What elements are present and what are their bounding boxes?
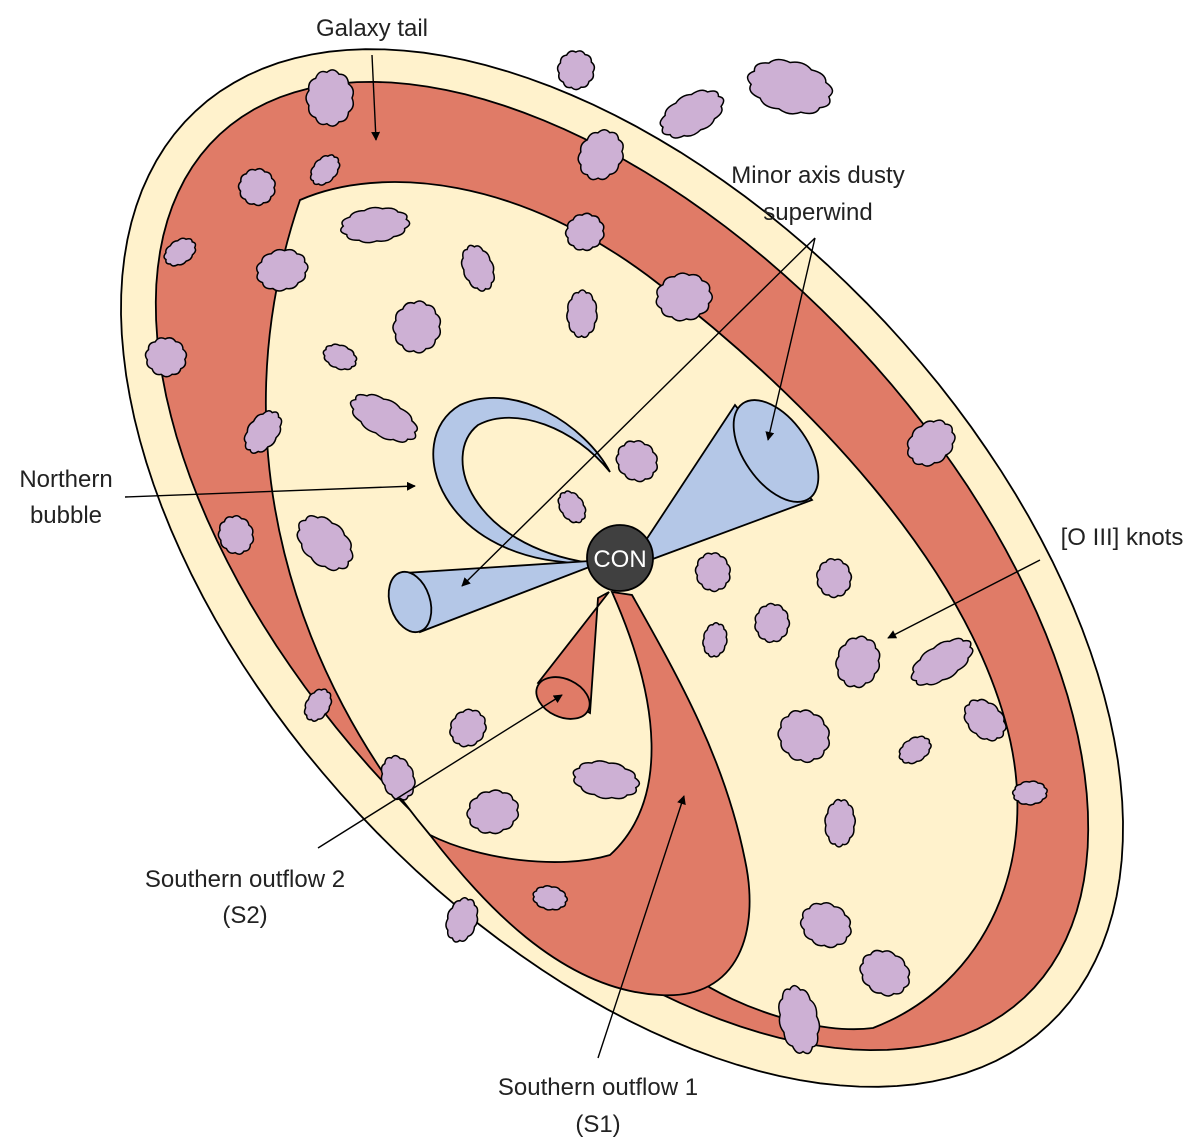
oiii-knot-cloud — [564, 212, 605, 252]
s1-label-line1: Southern outflow 1 — [498, 1074, 698, 1101]
oiii-knot-cloud — [816, 558, 853, 599]
con-label: CON — [593, 546, 646, 573]
oiii-knot-cloud — [163, 237, 197, 267]
minor-axis-superwind-cone-sw — [387, 560, 594, 634]
oiii-knot-cloud — [217, 514, 255, 555]
oiii-knot-cloud — [577, 129, 624, 181]
galaxy-tail-label: Galaxy tail — [316, 15, 428, 42]
oiii-knot-cloud — [906, 419, 956, 467]
oiii-knot-cloud — [557, 490, 587, 524]
oiii-knot-cloud — [898, 735, 932, 765]
superwind-arrow-ne — [765, 237, 816, 441]
s1-arrow — [597, 795, 686, 1059]
oiii-knot-cloud — [237, 167, 276, 207]
s1-label-line2: (S1) — [575, 1111, 620, 1138]
oiii-knot-cloud — [349, 393, 419, 443]
oiii-knot-cloud — [445, 896, 479, 943]
oiii-knot-cloud — [144, 337, 188, 378]
oiii-knot-cloud — [449, 708, 487, 748]
oiii-knot-cloud — [746, 58, 834, 115]
oiii-knot-cloud — [566, 289, 598, 339]
oiii-knot-cloud — [659, 89, 725, 139]
oiii-knot-cloud — [1011, 780, 1048, 806]
oiii-knot-cloud — [340, 206, 411, 244]
oiii-knot-cloud — [309, 154, 341, 186]
southern-outflow-1-arm — [429, 590, 751, 996]
oiii-knot-cloud — [963, 698, 1007, 742]
oiii-knots-arrow — [887, 559, 1041, 639]
oiii-knot-cloud — [305, 69, 355, 127]
northern-bubble-label-line1: Northern — [19, 466, 112, 493]
oiii-knots-group — [144, 50, 1048, 1055]
oiii-knot-cloud — [835, 635, 881, 689]
oiii-knot-cloud — [572, 760, 641, 800]
superwind-arrow-sw — [461, 237, 816, 587]
oiii-knot-cloud — [380, 754, 416, 801]
oiii-knot-cloud — [556, 50, 596, 91]
con-nucleus — [586, 524, 654, 592]
minor-axis-label-line1: Minor axis dusty — [731, 162, 904, 189]
oiii-knot-cloud — [824, 798, 857, 848]
oiii-knot-cloud — [392, 300, 442, 354]
oiii-knot-cloud — [296, 514, 354, 572]
oiii-knot-cloud — [799, 902, 852, 949]
oiii-knot-cloud — [655, 272, 713, 322]
oiii-knots-label: [O III] knots — [1061, 524, 1184, 551]
oiii-knot-cloud — [243, 410, 283, 454]
s2-label-line2: (S2) — [222, 902, 267, 929]
northern-bubble — [432, 396, 611, 564]
s2-arrow — [317, 694, 563, 849]
galaxy-tail-arrow — [371, 54, 381, 141]
oiii-knot-cloud — [322, 343, 358, 371]
oiii-knot-cloud — [255, 248, 309, 292]
s2-label-line1: Southern outflow 2 — [145, 866, 345, 893]
oiii-knot-cloud — [777, 709, 831, 764]
southern-outflow-2-cone — [535, 591, 610, 720]
northern-bubble-label-line2: bubble — [30, 502, 102, 529]
oiii-knot-cloud — [303, 688, 333, 722]
oiii-knot-cloud — [910, 637, 974, 686]
oiii-knot-cloud — [859, 949, 911, 997]
oiii-knot-cloud — [466, 789, 520, 835]
oiii-knot-cloud — [615, 439, 659, 483]
oiii-knot-cloud — [532, 885, 569, 911]
oiii-knot-cloud — [702, 621, 728, 658]
oiii-knot-cloud — [778, 984, 821, 1055]
oiii-knot-cloud — [694, 552, 731, 593]
northern-bubble-arrow — [124, 481, 416, 498]
oiii-knot-cloud — [754, 602, 791, 644]
minor-axis-label-line2: superwind — [763, 199, 872, 226]
oiii-knot-cloud — [460, 244, 496, 292]
